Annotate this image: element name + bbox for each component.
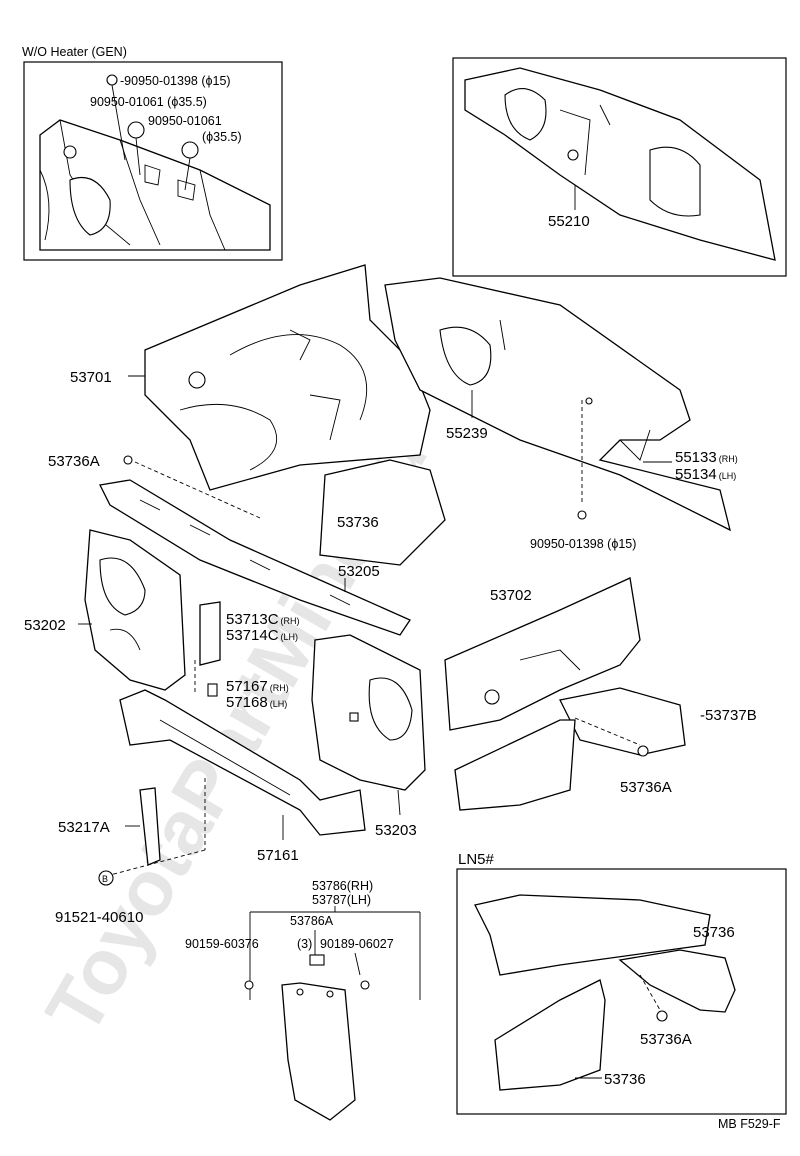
plug-35-icon <box>127 121 145 139</box>
inset-top-right-drawing <box>464 67 776 261</box>
seal-53736-drawing <box>319 459 446 566</box>
plug-15-icon <box>106 74 118 86</box>
bracket-57167-icon <box>207 683 218 697</box>
ln5-part-53736A: 53736A <box>640 1031 692 1048</box>
clip-icon <box>309 954 325 966</box>
inset-part-2: 90950-01061 (ϕ35.5) <box>90 95 207 109</box>
part-90189-06027: 90189-06027 <box>320 937 394 951</box>
support-53205-drawing <box>99 479 411 636</box>
part-53713C: 53713C(RH) <box>226 611 300 628</box>
part-53202: 53202 <box>24 617 66 634</box>
support-53203-drawing <box>311 634 426 791</box>
screw-icon <box>244 980 254 990</box>
part-53786A: 53786A <box>290 914 334 928</box>
plug-icon <box>577 510 587 520</box>
bolt-icon <box>98 870 114 886</box>
part-53736A-mid: 53736A <box>620 779 672 796</box>
plug-35-icon <box>181 141 199 159</box>
part-53736A-top: 53736A <box>48 453 100 470</box>
part-53203: 53203 <box>375 822 417 839</box>
part-53737B: -53737B <box>700 707 757 724</box>
part-55239: 55239 <box>446 425 488 442</box>
part-53786-rh: 53786(RH) <box>312 879 373 893</box>
inset-ln5-frame <box>456 868 787 1115</box>
diagram-code: MB F529-F <box>718 1117 781 1131</box>
ln5-part-53736-lower: 53736 <box>604 1071 646 1088</box>
part-90950-01398: 90950-01398 (ϕ15) <box>530 537 636 551</box>
part-55134: 55134(LH) <box>675 466 736 483</box>
part-90159-60376: 90159-60376 <box>185 937 259 951</box>
inset-part-3: 90950-01061 <box>148 114 222 128</box>
part-55210: 55210 <box>548 213 590 230</box>
inset-part-1: -90950-01398 (ϕ15) <box>120 74 231 88</box>
inset-wo-heater-drawing <box>39 119 271 251</box>
dash-panel-drawing <box>384 277 731 532</box>
apron-53702-drawing <box>444 577 641 731</box>
inset-top-right-frame <box>452 57 787 277</box>
part-53787-lh: 53787(LH) <box>312 893 371 907</box>
inset-ln5-title: LN5# <box>458 851 495 868</box>
apron-53701-drawing <box>144 264 431 491</box>
part-90159-qty: (3) <box>297 937 312 951</box>
clip-icon <box>637 745 649 757</box>
inset-wo-heater-frame <box>23 61 283 261</box>
inset-wo-heater-plugs <box>106 74 199 191</box>
part-53736: 53736 <box>337 514 379 531</box>
part-57161: 57161 <box>257 847 299 864</box>
part-57168: 57168(LH) <box>226 694 287 711</box>
part-53217A: 53217A <box>58 819 110 836</box>
clip-icon <box>656 1010 668 1022</box>
part-55133: 55133(RH) <box>675 449 738 466</box>
clip-icon <box>123 455 133 465</box>
mudguard-drawing <box>281 982 356 1121</box>
part-53714C: 53714C(LH) <box>226 627 298 644</box>
ln5-part-53736: 53736 <box>693 924 735 941</box>
part-53205: 53205 <box>338 563 380 580</box>
inset-ln5-drawing <box>474 894 736 1091</box>
screw-icon <box>360 980 370 990</box>
seal-53737b-drawing <box>454 687 686 811</box>
part-53702: 53702 <box>490 587 532 604</box>
inset-wo-heater-title: W/O Heater (GEN) <box>22 45 127 59</box>
crossmember-57161-drawing <box>119 689 366 836</box>
bolt-letter: B <box>102 874 108 884</box>
inset-part-3-size: (ϕ35.5) <box>202 130 242 144</box>
part-91521-40610: 91521-40610 <box>55 909 143 926</box>
part-57167: 57167(RH) <box>226 678 289 695</box>
support-53202-drawing <box>84 529 186 691</box>
seal-53217a-drawing <box>139 787 161 866</box>
bracket-53713c-drawing <box>199 601 221 666</box>
part-53701: 53701 <box>70 369 112 386</box>
